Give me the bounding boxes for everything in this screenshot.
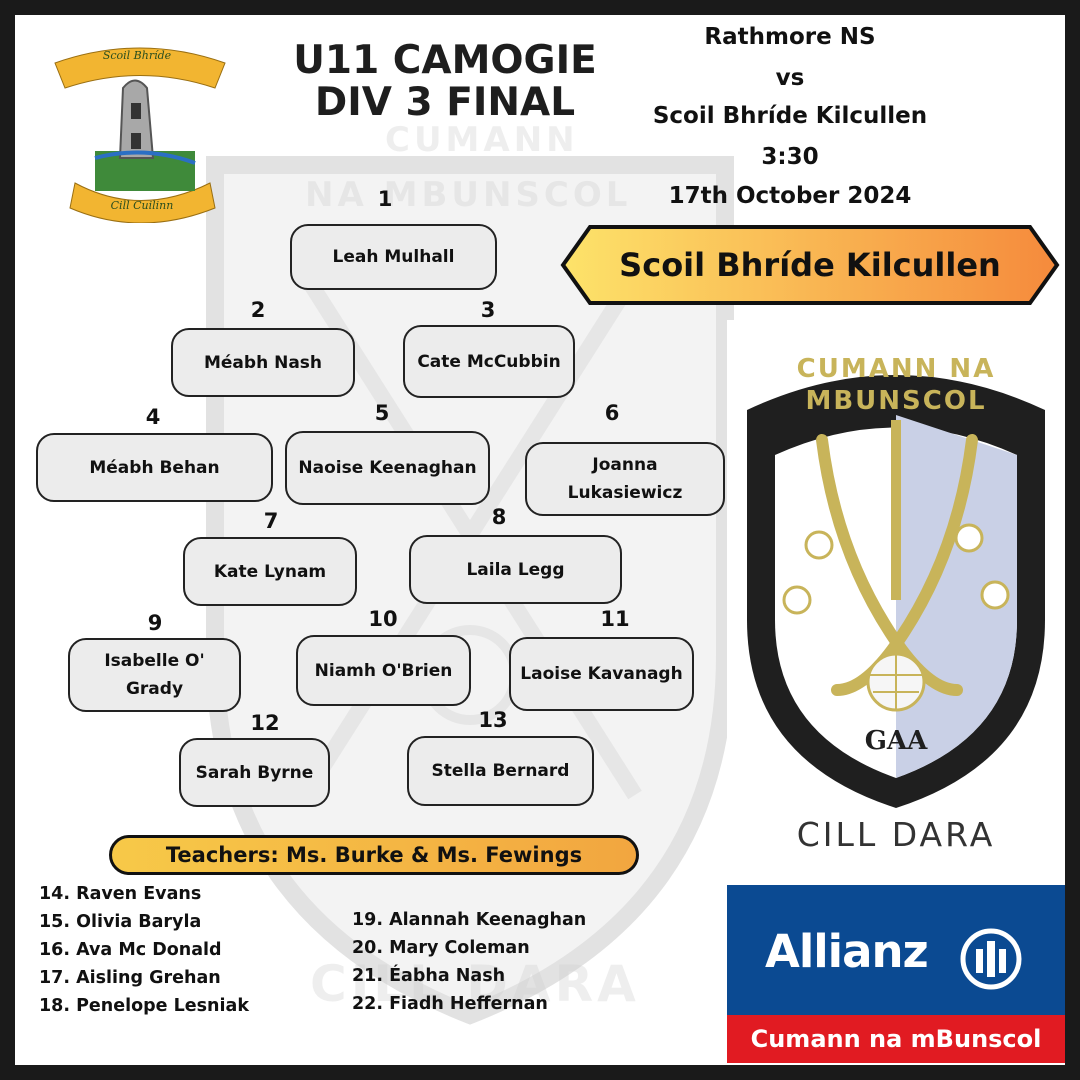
player-box-1: Leah Mulhall	[290, 224, 497, 290]
county-label: CILL DARA	[796, 815, 996, 854]
school-banner	[560, 225, 1060, 305]
sub-item: 18. Penelope Lesniak	[39, 996, 249, 1016]
cumann-na-mbunscol-logo	[727, 320, 1065, 880]
player-box-5: Naoise Keenaghan	[285, 431, 490, 505]
player-number: 2	[250, 298, 266, 322]
player-number: 4	[145, 405, 161, 429]
player-box-4: Méabh Behan	[36, 433, 273, 502]
player-number: 6	[604, 401, 620, 425]
sub-item: 16. Ava Mc Donald	[39, 940, 222, 960]
school-crest-bottom-text: Cill Cuilinn	[110, 199, 174, 212]
player-number: 10	[368, 607, 398, 631]
sub-item: 22. Fiadh Heffernan	[352, 994, 548, 1014]
player-number: 8	[491, 505, 507, 529]
versus-label: vs	[775, 65, 805, 91]
player-box-8: Laila Legg	[409, 535, 622, 604]
player-number: 11	[600, 607, 630, 631]
player-number: 3	[480, 298, 496, 322]
fixture-poster: CUMANN NA MBUNSCOL CILL DARA Scoil Bhríd…	[15, 15, 1065, 1065]
player-box-12: Sarah Byrne	[179, 738, 330, 807]
school-banner-title: Scoil Bhríde Kilcullen	[619, 246, 1001, 284]
player-number: 5	[374, 401, 390, 425]
sub-item: 17. Aisling Grehan	[39, 968, 221, 988]
player-box-7: Kate Lynam	[183, 537, 357, 606]
player-box-11: Laoise Kavanagh	[509, 637, 694, 711]
watermark-line1: CUMANN	[385, 120, 579, 160]
sub-item: 19. Alannah Keenaghan	[352, 910, 587, 930]
allianz-blue-panel	[727, 885, 1065, 1015]
cnmb-arc-text: CUMANN NA MBUNSCOL	[796, 354, 996, 416]
player-number: 1	[377, 187, 393, 211]
player-box-13: Stella Bernard	[407, 736, 594, 806]
team2-name: Scoil Bhríde Kilcullen	[652, 103, 928, 129]
sub-item: 15. Olivia Baryla	[39, 912, 202, 932]
player-box-9: Isabelle O' Grady	[68, 638, 241, 712]
player-box-10: Niamh O'Brien	[296, 635, 471, 706]
match-title-line1: U11 CAMOGIE	[293, 38, 597, 83]
sub-item: 21. Éabha Nash	[352, 966, 506, 986]
player-number: 7	[263, 509, 279, 533]
watermark-line2: NA MBUNSCOL	[305, 175, 632, 215]
player-number: 12	[250, 711, 280, 735]
school-crest-top-text: Scoil Bhríde	[102, 49, 172, 62]
allianz-caption: Cumann na mBunscol	[727, 1015, 1065, 1063]
match-date: 17th October 2024	[668, 183, 912, 209]
allianz-wordmark: Allianz	[765, 925, 929, 978]
watermark-bottom: CILL DARA	[310, 955, 640, 1013]
sub-item: 14. Raven Evans	[39, 884, 202, 904]
gaa-mark: GAA	[864, 726, 928, 756]
player-number: 9	[147, 611, 163, 635]
player-number: 13	[478, 708, 508, 732]
match-title-line2: DIV 3 FINAL	[314, 80, 576, 125]
allianz-eagle-icon	[960, 928, 1022, 990]
match-time: 3:30	[761, 144, 819, 170]
sub-item: 20. Mary Coleman	[352, 938, 530, 958]
player-box-3: Cate McCubbin	[403, 325, 575, 398]
player-box-2: Méabh Nash	[171, 328, 355, 397]
teachers-banner: Teachers: Ms. Burke & Ms. Fewings	[109, 835, 639, 875]
player-box-6: Joanna Lukasiewicz	[525, 442, 725, 516]
allianz-sponsor-logo: Allianz Cumann na mBunscol	[727, 885, 1065, 1063]
school-crest-logo	[54, 47, 226, 223]
team1-name: Rathmore NS	[704, 24, 876, 50]
